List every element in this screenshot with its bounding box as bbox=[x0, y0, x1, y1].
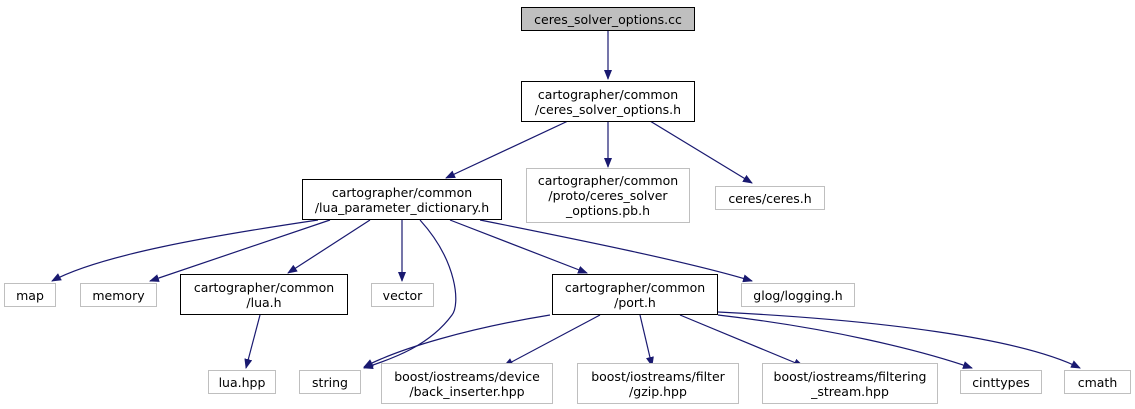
edge-lua-h-to-lua-hpp bbox=[244, 314, 261, 369]
edge-port-h-to-filtering-stream bbox=[679, 314, 804, 367]
edge-port-h-to-cinttypes bbox=[717, 314, 973, 369]
edge-lua-param-dict-to-lua-h bbox=[287, 219, 371, 274]
node-ceres-solver-options-cc: ceres_solver_options.cc bbox=[521, 7, 695, 31]
edge-options-h-to-ceres-h bbox=[649, 120, 753, 184]
node-cinttypes: cinttypes bbox=[960, 370, 1042, 394]
node-map: map bbox=[4, 283, 56, 307]
node-lua-hpp: lua.hpp bbox=[208, 370, 276, 394]
node-string: string bbox=[299, 370, 361, 394]
edge-options-h-to-lua-param-dict bbox=[445, 120, 569, 179]
node-boost-filtering-stream-hpp: boost/iostreams/filtering _stream.hpp bbox=[762, 363, 938, 404]
node-common-port-h[interactable]: cartographer/common /port.h bbox=[552, 274, 718, 315]
node-ceres-h: ceres/ceres.h bbox=[715, 186, 825, 210]
node-proto-ceres-solver-options-pb-h: cartographer/common /proto/ceres_solver … bbox=[526, 168, 690, 223]
edge-port-h-to-string bbox=[363, 314, 551, 368]
edge-port-h-to-cmath bbox=[717, 311, 1081, 369]
node-memory: memory bbox=[80, 283, 157, 307]
node-boost-gzip-hpp: boost/iostreams/filter /gzip.hpp bbox=[577, 363, 739, 404]
node-boost-back-inserter-hpp: boost/iostreams/device /back_inserter.hp… bbox=[381, 363, 553, 404]
edge-lua-param-dict-to-memory bbox=[149, 219, 331, 282]
node-lua-parameter-dictionary-h[interactable]: cartographer/common /lua_parameter_dicti… bbox=[302, 179, 502, 220]
node-common-ceres-solver-options-h[interactable]: cartographer/common /ceres_solver_option… bbox=[521, 81, 695, 122]
edge-port-h-to-back-inserter bbox=[503, 314, 601, 367]
node-glog-logging-h: glog/logging.h bbox=[741, 283, 855, 307]
edge-lua-param-dict-to-string bbox=[363, 219, 457, 370]
edge-lua-param-dict-to-port-h bbox=[449, 219, 588, 274]
edge-lua-param-dict-to-map bbox=[51, 219, 319, 282]
node-cmath: cmath bbox=[1064, 370, 1131, 394]
edge-port-h-to-gzip bbox=[639, 314, 654, 367]
node-common-lua-h[interactable]: cartographer/common /lua.h bbox=[180, 274, 348, 315]
edge-lua-param-dict-to-glog bbox=[479, 219, 753, 283]
node-vector: vector bbox=[371, 283, 434, 307]
